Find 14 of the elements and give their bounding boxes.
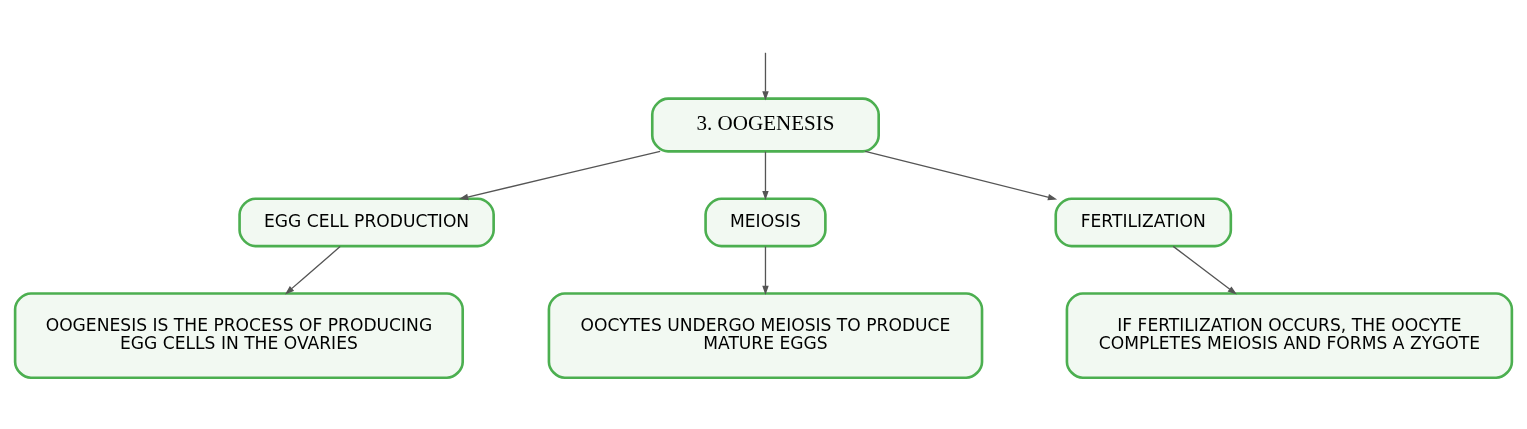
node-box: FERTILIZATION — [1054, 197, 1233, 248]
node-box: IF FERTILIZATION OCCURS, THE OOCYTE COMPLETES MEIOSIS AND FORMS A ZYGOTE — [1065, 292, 1514, 380]
node-box: MEIOSIS — [704, 197, 827, 248]
arrow — [458, 150, 661, 201]
node-box: 3. OOGENESIS — [650, 97, 880, 153]
node-box: EGG CELL PRODUCTION — [238, 197, 495, 248]
node-box: OOGENESIS IS THE PROCESS OF PRODUCING EGG CELLS IN THE OVARIES — [13, 292, 464, 380]
arrow — [762, 245, 769, 296]
arrow — [285, 245, 341, 295]
arrow — [762, 151, 769, 201]
arrow — [1172, 245, 1237, 295]
arrow — [762, 52, 769, 101]
arrow — [864, 150, 1058, 201]
node-box: OOCYTES UNDERGO MEIOSIS TO PRODUCE MATURE EGGS — [547, 292, 984, 380]
